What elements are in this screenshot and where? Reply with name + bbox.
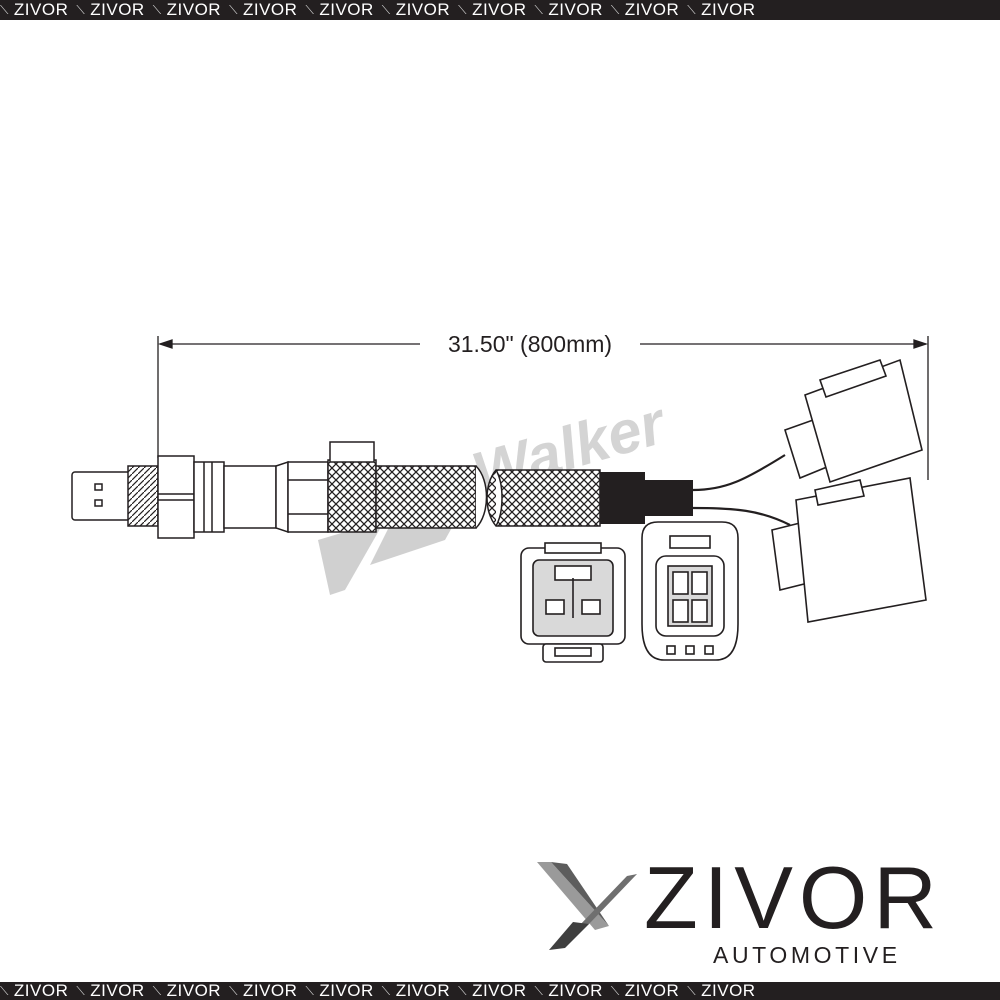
banner-item: ⟍ ZIVOR xyxy=(0,982,68,1000)
cable-sleeve xyxy=(600,472,693,524)
x-mark-icon: ⟍ xyxy=(152,983,162,998)
banner-item: ⟍ ZIVOR xyxy=(305,982,373,1000)
banner-text: ZIVOR xyxy=(395,0,451,19)
banner-text: ZIVOR xyxy=(319,0,374,19)
bottom-banner: ⟍ ZIVOR ⟍ ZIVOR ⟍ ZIVOR ⟍ ZIVOR ⟍ ZIVOR ⟍ ZIVO… xyxy=(0,982,1000,1000)
x-mark-icon: ⟍ xyxy=(305,983,315,998)
banner-text: ZIVOR xyxy=(624,982,680,1000)
banner-item: ⟍ ZIVOR xyxy=(382,0,450,20)
banner-item: ⟍ ZIVOR xyxy=(611,982,679,1000)
banner-text: ZIVOR xyxy=(13,982,69,1000)
banner-text: ZIVOR xyxy=(90,0,145,19)
banner-item: ⟍ ZIVOR xyxy=(535,0,603,20)
x-mark-icon: ⟍ xyxy=(687,2,697,17)
banner-item: ⟍ ZIVOR xyxy=(611,0,679,20)
braided-cable-right xyxy=(486,469,601,527)
banner-item: ⟍ ZIVOR xyxy=(535,982,603,1000)
banner-text: ZIVOR xyxy=(13,0,69,19)
banner-text: ZIVOR xyxy=(90,982,145,1000)
banner-text: ZIVOR xyxy=(395,982,451,1000)
x-mark-icon: ⟍ xyxy=(0,2,9,17)
banner-item: ⟍ ZIVOR xyxy=(458,982,526,1000)
x-mark-icon: ⟍ xyxy=(534,2,544,17)
banner-text: ZIVOR xyxy=(166,982,222,1000)
x-mark-icon: ⟍ xyxy=(381,2,391,17)
x-mark-icon: ⟍ xyxy=(458,2,468,17)
braided-cable-left xyxy=(327,441,488,533)
banner-text: ZIVOR xyxy=(624,0,680,19)
x-mark-icon: ⟍ xyxy=(152,2,162,17)
connector-face-right xyxy=(641,521,739,661)
banner-item: ⟍ ZIVOR xyxy=(153,982,221,1000)
x-mark-icon: ⟍ xyxy=(229,2,238,17)
banner-text: ZIVOR xyxy=(242,0,298,19)
sensor-tip xyxy=(71,455,329,539)
dimension-line xyxy=(157,336,929,480)
banner-item: ⟍ ZIVOR xyxy=(382,982,450,1000)
banner-item: ⟍ ZIVOR xyxy=(687,982,755,1000)
banner-item: ⟍ ZIVOR xyxy=(76,982,144,1000)
banner-text: ZIVOR xyxy=(472,982,527,1000)
banner-item: ⟍ ZIVOR xyxy=(76,0,144,20)
connector-side-upper xyxy=(784,358,923,484)
x-mark-icon: ⟍ xyxy=(305,2,315,17)
banner-item: ⟍ ZIVOR xyxy=(687,0,755,20)
banner-text: ZIVOR xyxy=(548,0,603,19)
banner-text: ZIVOR xyxy=(166,0,222,19)
banner-item: ⟍ ZIVOR xyxy=(0,0,68,20)
dimension-label: 31.50" (800mm) xyxy=(448,331,612,357)
brand-tagline: AUTOMOTIVE xyxy=(713,942,901,968)
connector-face-left xyxy=(520,542,626,663)
x-mark-icon: ⟍ xyxy=(458,983,468,998)
x-mark-icon: ⟍ xyxy=(76,983,86,998)
banner-item: ⟍ ZIVOR xyxy=(153,0,221,20)
banner-text: ZIVOR xyxy=(701,982,756,1000)
banner-text: ZIVOR xyxy=(548,982,603,1000)
x-mark-icon: ⟍ xyxy=(229,983,238,998)
banner-text: ZIVOR xyxy=(472,0,527,19)
banner-item: ⟍ ZIVOR xyxy=(305,0,373,20)
connector-side-lower xyxy=(771,477,927,623)
x-mark-icon: ⟍ xyxy=(381,983,391,998)
x-mark-icon: ⟍ xyxy=(534,983,544,998)
top-banner: ⟍ ZIVOR ⟍ ZIVOR ⟍ ZIVOR ⟍ ZIVOR ⟍ ZIVOR ⟍ ZIVO… xyxy=(0,0,1000,20)
banner-text: ZIVOR xyxy=(242,982,298,1000)
zivor-x-mark-icon xyxy=(537,862,637,950)
brand-name: ZIVOR xyxy=(644,848,943,947)
banner-item: ⟍ ZIVOR xyxy=(229,982,297,1000)
zivor-logo: ZIVOR AUTOMOTIVE xyxy=(537,848,977,976)
banner-item: ⟍ ZIVOR xyxy=(458,0,526,20)
banner-text: ZIVOR xyxy=(319,982,374,1000)
x-mark-icon: ⟍ xyxy=(687,983,697,998)
x-mark-icon: ⟍ xyxy=(610,2,620,17)
x-mark-icon: ⟍ xyxy=(0,983,9,998)
banner-item: ⟍ ZIVOR xyxy=(229,0,297,20)
wires xyxy=(692,454,791,526)
x-mark-icon: ⟍ xyxy=(610,983,620,998)
banner-text: ZIVOR xyxy=(701,0,756,19)
x-mark-icon: ⟍ xyxy=(76,2,86,17)
